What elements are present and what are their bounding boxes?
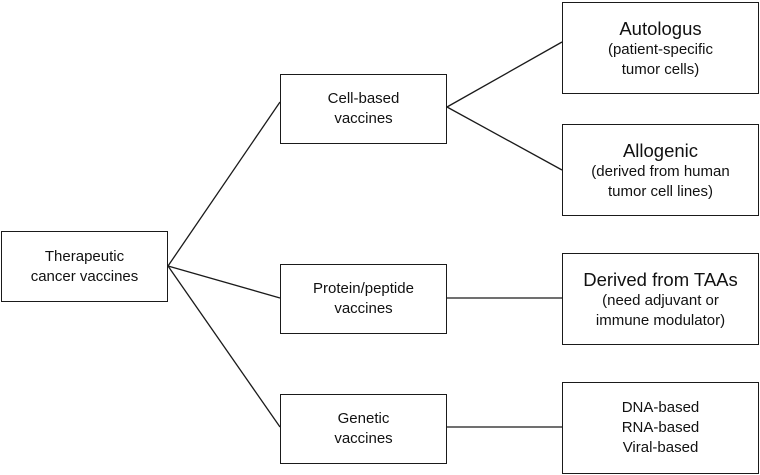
allogenic-line-1: (derived from human — [591, 162, 730, 180]
viral-based-label: Viral-based — [622, 438, 699, 456]
taa-line-2: immune modulator) — [595, 311, 726, 329]
root-line-1: Therapeutic — [44, 247, 125, 265]
subtype-box-allogenic: Allogenic (derived from human tumor cell… — [562, 124, 759, 216]
genetic-line-1: Genetic — [337, 410, 390, 428]
protein-peptide-line-1: Protein/peptide — [313, 280, 414, 298]
category-box-protein-peptide: Protein/peptide vaccines — [280, 264, 447, 334]
connector-root-to-cell-based — [167, 101, 281, 267]
connector-root-to-genetic — [167, 265, 281, 428]
autologus-line-1: (patient-specific — [607, 40, 714, 58]
connector-root-to-protein-peptide — [167, 265, 281, 299]
protein-peptide-line-2: vaccines — [334, 300, 393, 317]
taa-line-1: (need adjuvant or — [602, 291, 719, 309]
category-box-genetic: Genetic vaccines — [280, 394, 447, 464]
autologus-title: Autologus — [619, 17, 702, 39]
root-box-therapeutic-cancer-vaccines: Therapeutic cancer vaccines — [1, 231, 168, 302]
category-box-cell-based: Cell-based vaccines — [280, 74, 447, 144]
allogenic-title: Allogenic — [622, 139, 699, 161]
rna-based-label: RNA-based — [621, 419, 700, 437]
connector-cell-based-to-autologus — [446, 41, 563, 108]
subtype-box-autologus: Autologus (patient-specific tumor cells) — [562, 2, 759, 94]
autologus-line-2: tumor cells) — [621, 60, 700, 78]
cell-based-line-1: Cell-based — [327, 90, 400, 108]
taa-title: Derived from TAAs — [583, 268, 738, 290]
subtype-box-derived-from-taas: Derived from TAAs (need adjuvant or immu… — [562, 253, 759, 345]
subtype-box-genetic-types: DNA-based RNA-based Viral-based — [562, 382, 759, 474]
connector-cell-based-to-allogenic — [446, 106, 563, 171]
dna-based-label: DNA-based — [621, 399, 700, 417]
genetic-line-2: vaccines — [334, 430, 393, 447]
root-line-2: cancer vaccines — [30, 267, 139, 285]
allogenic-line-2: tumor cell lines) — [607, 182, 714, 200]
cell-based-line-2: vaccines — [334, 110, 393, 127]
